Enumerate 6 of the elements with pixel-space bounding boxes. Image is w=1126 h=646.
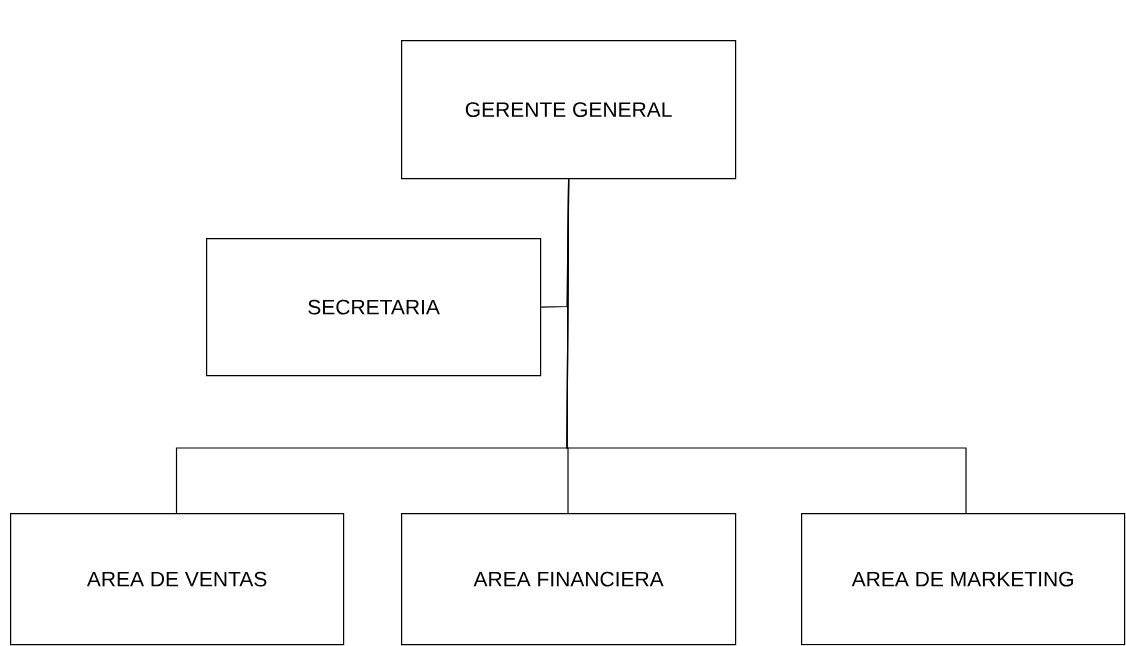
connector-line [566,178,967,514]
org-box: GERENTE GENERAL [401,40,737,180]
org-box: AREA DE MARKETING [801,513,1126,646]
org-box: AREA FINANCIERA [401,513,737,646]
org-box: AREA DE VENTAS [10,513,345,646]
org-box: SECRETARIA [206,238,542,377]
